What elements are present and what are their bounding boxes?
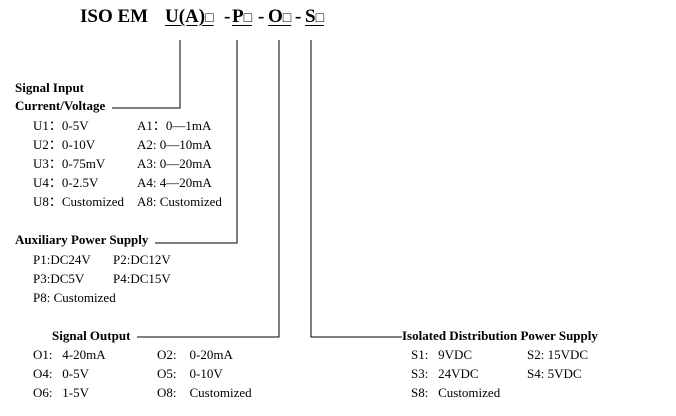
model-code-isolated-segment: S□ [305,6,324,30]
signal-output-o4: O4: 0-5V [33,366,89,381]
model-code-output-segment: O□ [268,6,291,30]
signal-input-u4: U4：0-2.5V [33,175,99,190]
signal-input-a4: A4: 4—20mA [137,175,212,190]
isolated-power-s3: S3: 24VDC [411,366,479,381]
output-code: O [268,6,283,27]
isolated-power-s2: S2: 15VDC [527,347,589,362]
aux-power-p8: P8: Customized [33,290,116,305]
input-code-box: □ [205,11,214,26]
isolated-code: S [305,6,316,27]
signal-input-u3: U3：0-75mV [33,156,106,171]
signal-output-title: Signal Output [52,328,131,343]
signal-input-a1: A1：0—1mA [137,118,212,133]
aux-power-title: Auxiliary Power Supply [15,232,149,247]
model-code-input-segment: U(A)□ [165,6,214,30]
isolated-power-title: Isolated Distribution Power Supply [402,328,598,343]
signal-input-subtitle: Current/Voltage [15,98,106,113]
signal-input-a8: A8: Customized [137,194,222,209]
input-code: U(A) [165,6,206,27]
aux-power-p2: P2:DC12V [113,252,171,267]
signal-output-o2: O2: 0-20mA [157,347,233,362]
signal-input-u2: U2：0-10V [33,137,96,152]
signal-output-o8: O8: Customized [157,385,252,400]
isolated-power-s4: S4: 5VDC [527,366,582,381]
model-code-sep-3: - [295,6,302,27]
model-code-sep-1: - [224,6,231,27]
aux-power-p4: P4:DC15V [113,271,171,286]
signal-input-title: Signal Input [15,80,85,95]
connector-isolated [310,40,402,338]
model-code-prefix: ISO EM [80,6,149,27]
model-code-power-segment: P□ [232,6,252,30]
aux-power-p3: P3:DC5V [33,271,85,286]
power-code-box: □ [243,11,253,26]
output-code-box: □ [282,11,292,26]
power-code: P [232,6,244,27]
signal-output-o1: O1: 4-20mA [33,347,106,362]
signal-output-o5: O5: 0-10V [157,366,223,381]
signal-output-o6: O6: 1-5V [33,385,89,400]
signal-input-a2: A2: 0—10mA [137,137,212,152]
isolated-power-s8: S8: Customized [411,385,501,400]
isolated-code-box: □ [315,11,325,26]
isolated-power-s1: S1: 9VDC [411,347,473,362]
aux-power-p1: P1:DC24V [33,252,91,267]
connector-input [112,40,181,109]
signal-input-a3: A3: 0—20mA [137,156,212,171]
model-code-sep-2: - [258,6,265,27]
signal-input-u8: U8：Customized [33,194,124,209]
signal-input-u1: U1：0-5V [33,118,89,133]
